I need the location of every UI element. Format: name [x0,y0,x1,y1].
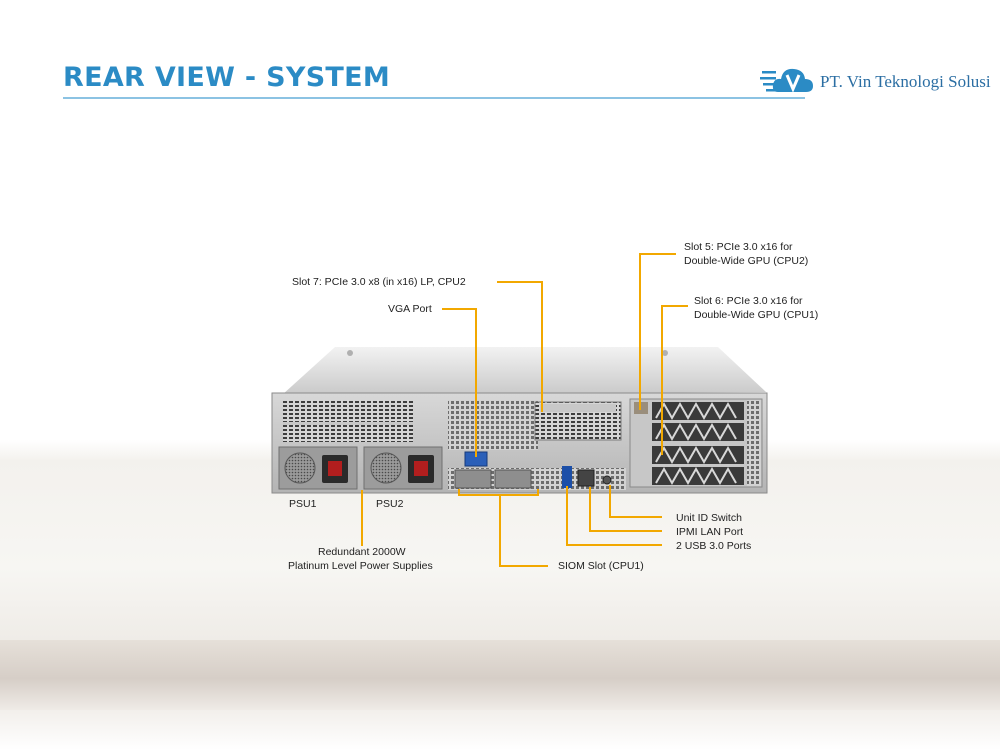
slot7-label: Slot 7: PCIe 3.0 x8 (in x16) LP, CPU2 [292,276,466,288]
slot6-leader-line [661,305,688,455]
gpu-slot-5b [652,422,744,442]
company-name: PT. Vin Teknologi Solusi [820,72,991,91]
usb-leader-line [566,486,662,546]
title-underline [63,97,805,99]
psu2-label: PSU2 [376,498,404,510]
unit-id-leader-line [609,485,662,518]
callout-leader-lines [361,253,688,567]
slot6-label-line1: Slot 6: PCIe 3.0 x16 for [694,295,803,307]
psu2-fan-icon [370,452,402,484]
psu1-fan-icon [284,452,316,484]
cloud-v-logo-icon [760,68,813,93]
unit-id-switch [602,475,612,485]
unit-id-label: Unit ID Switch [676,512,742,524]
vent-grille [283,400,413,442]
gpu-slot-6 [652,445,744,465]
siom-bracket-line [458,489,539,496]
slot5-leader-line [639,253,676,410]
siom-label: SIOM Slot (CPU1) [558,560,644,572]
siom-port-right [494,469,532,489]
siom-port-left [454,469,492,489]
slot7-leader-line [497,281,543,412]
usb-label: 2 USB 3.0 Ports [676,540,752,552]
ipmi-label: IPMI LAN Port [676,526,744,538]
background-band-edge [0,640,1000,710]
gpu-slot-5 [652,401,744,421]
vga-label: VGA Port [388,303,432,315]
psu1-label: PSU1 [289,498,317,510]
io-vent-grille [448,400,538,450]
siom-leader-line [499,495,548,567]
usb-ports [562,466,572,488]
chassis-top [282,347,766,395]
vga-leader-line [442,308,477,457]
ipmi-lan-port [577,469,595,487]
gpu-slot-6b [652,466,744,486]
ipmi-leader-line [589,487,662,532]
psu-desc-line2: Platinum Level Power Supplies [288,560,433,572]
slot5-label-line1: Slot 5: PCIe 3.0 x16 for [684,241,793,253]
psu-desc-line1: Redundant 2000W [318,546,406,558]
slot5-label-line2: Double-Wide GPU (CPU2) [684,255,809,267]
slot6-label-line2: Double-Wide GPU (CPU1) [694,309,819,321]
background-band-bottom [0,710,1000,750]
page-title: REAR VIEW - SYSTEM [63,62,391,93]
